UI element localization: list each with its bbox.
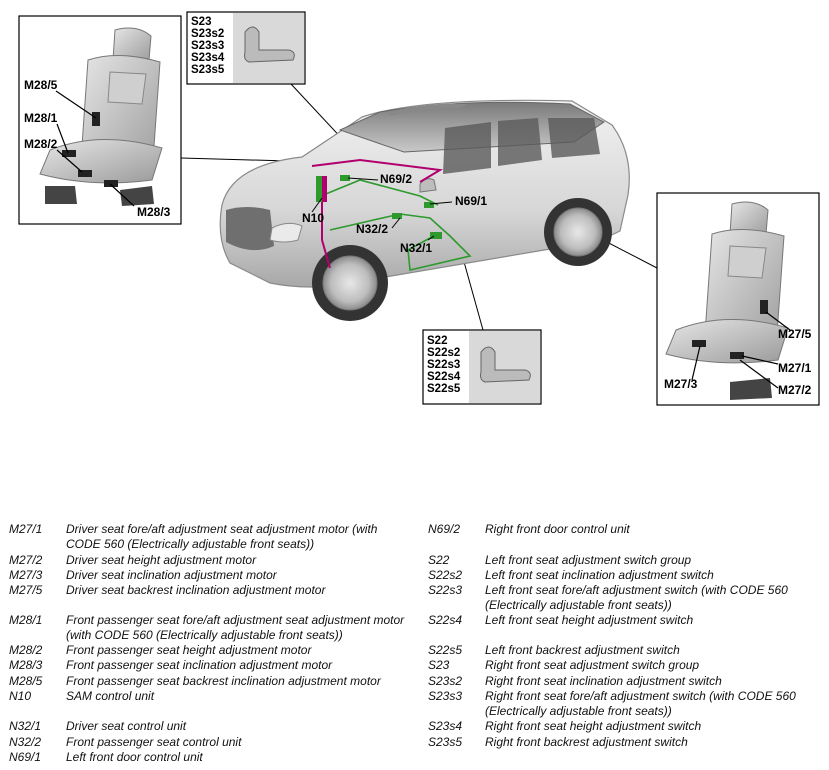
- legend-code: S23s4: [428, 719, 463, 733]
- control-units: [316, 175, 442, 239]
- legend-code: S22: [428, 553, 450, 567]
- label-s22s2: S22s2: [427, 347, 460, 359]
- label-m28-2: M28/2: [24, 137, 58, 151]
- label-s23: S23: [191, 16, 211, 28]
- legend-desc: Front passenger seat backrest inclinatio…: [66, 674, 381, 688]
- label-s22s4: S22s4: [427, 371, 461, 383]
- legend-code: S22s2: [428, 568, 463, 582]
- legend-desc: Left front backrest adjustment switch: [485, 643, 680, 657]
- legend-code: M28/3: [9, 658, 43, 672]
- legend-desc: Left front seat inclination adjustment s…: [485, 568, 714, 582]
- legend-code: N69/1: [9, 750, 42, 764]
- legend-desc: Right front door control unit: [485, 522, 630, 536]
- legend-desc: Right front seat fore/aft adjustment swi…: [485, 689, 796, 718]
- legend-code: S23s5: [428, 735, 463, 749]
- legend-code: S22s5: [428, 643, 463, 657]
- right-seat-switch-inset: S23 S23s2 S23s3 S23s4 S23s5: [186, 11, 306, 85]
- label-n69-1: N69/1: [455, 194, 487, 208]
- legend-code: M28/2: [9, 643, 43, 657]
- legend-code: N10: [9, 689, 32, 703]
- car-leaders: [311, 177, 453, 241]
- label-s23s2: S23s2: [191, 28, 224, 40]
- legend-desc: Right front seat adjustment switch group: [485, 658, 700, 672]
- legend-desc: Driver seat height adjustment motor: [66, 553, 257, 567]
- vehicle-illustration: [219, 99, 630, 321]
- label-m27-1: M27/1: [778, 361, 812, 375]
- label-s22: S22: [427, 335, 447, 347]
- seat-leaders: [55, 90, 135, 207]
- legend-desc: Front passenger seat fore/aft adjustment…: [66, 613, 405, 642]
- label-n32-1: N32/1: [400, 241, 432, 255]
- label-m27-5: M27/5: [778, 327, 812, 341]
- legend-desc: Driver seat backrest inclination adjustm…: [66, 583, 326, 597]
- legend-desc: Right front backrest adjustment switch: [485, 735, 688, 749]
- legend-desc: Right front seat inclination adjustment …: [485, 674, 722, 688]
- legend-code: S23s2: [428, 674, 463, 688]
- legend-code: S23s3: [428, 689, 463, 703]
- legend-desc: Left front seat fore/aft adjustment swit…: [485, 583, 788, 612]
- legend-desc: Front passenger seat inclination adjustm…: [66, 658, 333, 672]
- legend-desc: Front passenger seat height adjustment m…: [66, 643, 312, 657]
- legend-code: M27/1: [9, 522, 43, 536]
- legend-code: N69/2: [428, 522, 461, 536]
- legend-desc: Driver seat inclination adjustment motor: [66, 568, 277, 582]
- legend-code: M27/3: [9, 568, 43, 582]
- legend-desc: Front passenger seat control unit: [66, 735, 242, 749]
- legend-code: M27/2: [9, 553, 43, 567]
- label-m27-2: M27/2: [778, 383, 812, 397]
- legend-code: M27/5: [9, 583, 43, 597]
- component-location-diagram: M28/5 M28/1 M28/2 M28/3 S23 S23s2 S23s3 …: [18, 11, 820, 406]
- front-passenger-seat-inset: M28/5 M28/1 M28/2 M28/3: [18, 15, 182, 225]
- legend-desc: Driver seat control unit: [66, 719, 187, 733]
- label-s23s5: S23s5: [191, 64, 225, 76]
- driver-seat-inset: M27/5 M27/1 M27/3 M27/2: [656, 192, 820, 406]
- legend-code: S23: [428, 658, 450, 672]
- label-m27-3: M27/3: [664, 377, 698, 391]
- left-seat-switch-inset: S22 S22s2 S22s3 S22s4 S22s5: [422, 329, 542, 405]
- label-m28-5: M28/5: [24, 78, 58, 92]
- label-s23s4: S23s4: [191, 52, 225, 64]
- label-s22s5: S22s5: [427, 383, 461, 395]
- legend-desc: Driver seat fore/aft adjustment seat adj…: [66, 522, 378, 551]
- seat-illustration: [665, 201, 789, 400]
- label-s23s3: S23s3: [191, 40, 224, 52]
- legend-code: M28/1: [9, 613, 43, 627]
- legend-code: S22s4: [428, 613, 463, 627]
- legend-code: M28/5: [9, 674, 43, 688]
- label-n10: N10: [302, 211, 324, 225]
- label-n69-2: N69/2: [380, 172, 412, 186]
- label-s22s3: S22s3: [427, 359, 460, 371]
- legend-desc: Left front door control unit: [66, 750, 203, 764]
- legend-desc: Left front seat adjustment switch group: [485, 553, 692, 567]
- legend-code: S22s3: [428, 583, 463, 597]
- legend-code: N32/1: [9, 719, 42, 733]
- seat-leaders: [691, 311, 791, 389]
- legend-desc: Left front seat height adjustment switch: [485, 613, 694, 627]
- legend-desc: Right front seat height adjustment switc…: [485, 719, 702, 733]
- legend-code: N32/2: [9, 735, 42, 749]
- seat-illustration: [39, 27, 163, 206]
- label-m28-1: M28/1: [24, 111, 58, 125]
- label-n32-2: N32/2: [356, 222, 388, 236]
- label-m28-3: M28/3: [137, 205, 171, 219]
- legend-desc: SAM control unit: [66, 689, 155, 703]
